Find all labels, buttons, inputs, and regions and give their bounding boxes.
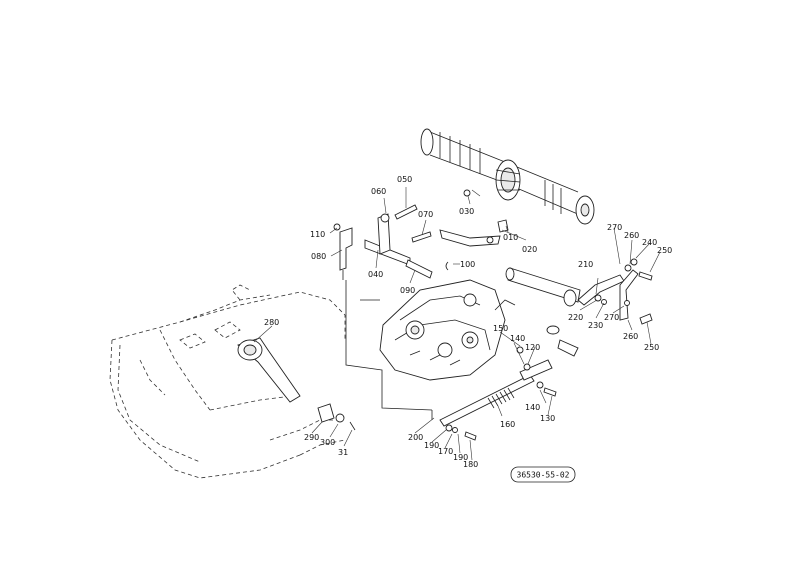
callout-040: 040 bbox=[368, 270, 383, 279]
callout-labels: 010 020 030 040 050 060 070 080 090 100 … bbox=[264, 175, 672, 469]
callout-190-a: 190 bbox=[424, 441, 439, 450]
callout-010: 010 bbox=[503, 233, 518, 242]
callout-260-a: 260 bbox=[624, 231, 639, 240]
callout-090: 090 bbox=[400, 286, 415, 295]
callout-130: 130 bbox=[540, 414, 555, 423]
callout-240: 240 bbox=[642, 238, 657, 247]
callout-150: 150 bbox=[493, 324, 508, 333]
callout-250-b: 250 bbox=[644, 343, 659, 352]
callout-200: 200 bbox=[408, 433, 423, 442]
callout-290: 290 bbox=[304, 433, 319, 442]
callout-050: 050 bbox=[397, 175, 412, 184]
callout-270-a: 270 bbox=[607, 223, 622, 232]
callout-210: 210 bbox=[578, 260, 593, 269]
callout-230: 230 bbox=[588, 321, 603, 330]
callout-180: 180 bbox=[463, 460, 478, 469]
callout-260-b: 260 bbox=[623, 332, 638, 341]
callout-300: 300 bbox=[320, 438, 335, 447]
lower-link-rod bbox=[431, 325, 579, 441]
callout-120: 120 bbox=[525, 343, 540, 352]
leader-lines bbox=[253, 187, 661, 461]
callout-250-a: 250 bbox=[657, 246, 672, 255]
transmission-housing bbox=[109, 284, 346, 479]
shift-rod bbox=[505, 267, 581, 307]
callout-160: 160 bbox=[500, 420, 515, 429]
callout-270-b: 270 bbox=[604, 313, 619, 322]
callout-020: 020 bbox=[522, 245, 537, 254]
linkage-lines bbox=[345, 280, 433, 411]
drawing-id-tag: 36530-55-02 bbox=[510, 466, 576, 483]
main-shaft bbox=[420, 128, 595, 225]
callout-31: 31 bbox=[338, 448, 348, 457]
shift-forks bbox=[333, 189, 509, 280]
callout-140-a: 140 bbox=[510, 334, 525, 343]
callout-100: 100 bbox=[460, 260, 475, 269]
callout-280: 280 bbox=[264, 318, 279, 327]
callout-070: 070 bbox=[418, 210, 433, 219]
callout-030: 030 bbox=[459, 207, 474, 216]
callout-190-b: 190 bbox=[453, 453, 468, 462]
callout-060: 060 bbox=[371, 187, 386, 196]
pedal-lever bbox=[237, 337, 356, 431]
gearbox-body bbox=[379, 279, 516, 381]
callout-110: 110 bbox=[310, 230, 325, 239]
callout-140-b: 140 bbox=[525, 403, 540, 412]
callout-220: 220 bbox=[568, 313, 583, 322]
drawing-id: 36530-55-02 bbox=[517, 471, 570, 480]
callout-170: 170 bbox=[438, 447, 453, 456]
callout-080: 080 bbox=[311, 252, 326, 261]
right-lever-assembly bbox=[577, 258, 653, 325]
